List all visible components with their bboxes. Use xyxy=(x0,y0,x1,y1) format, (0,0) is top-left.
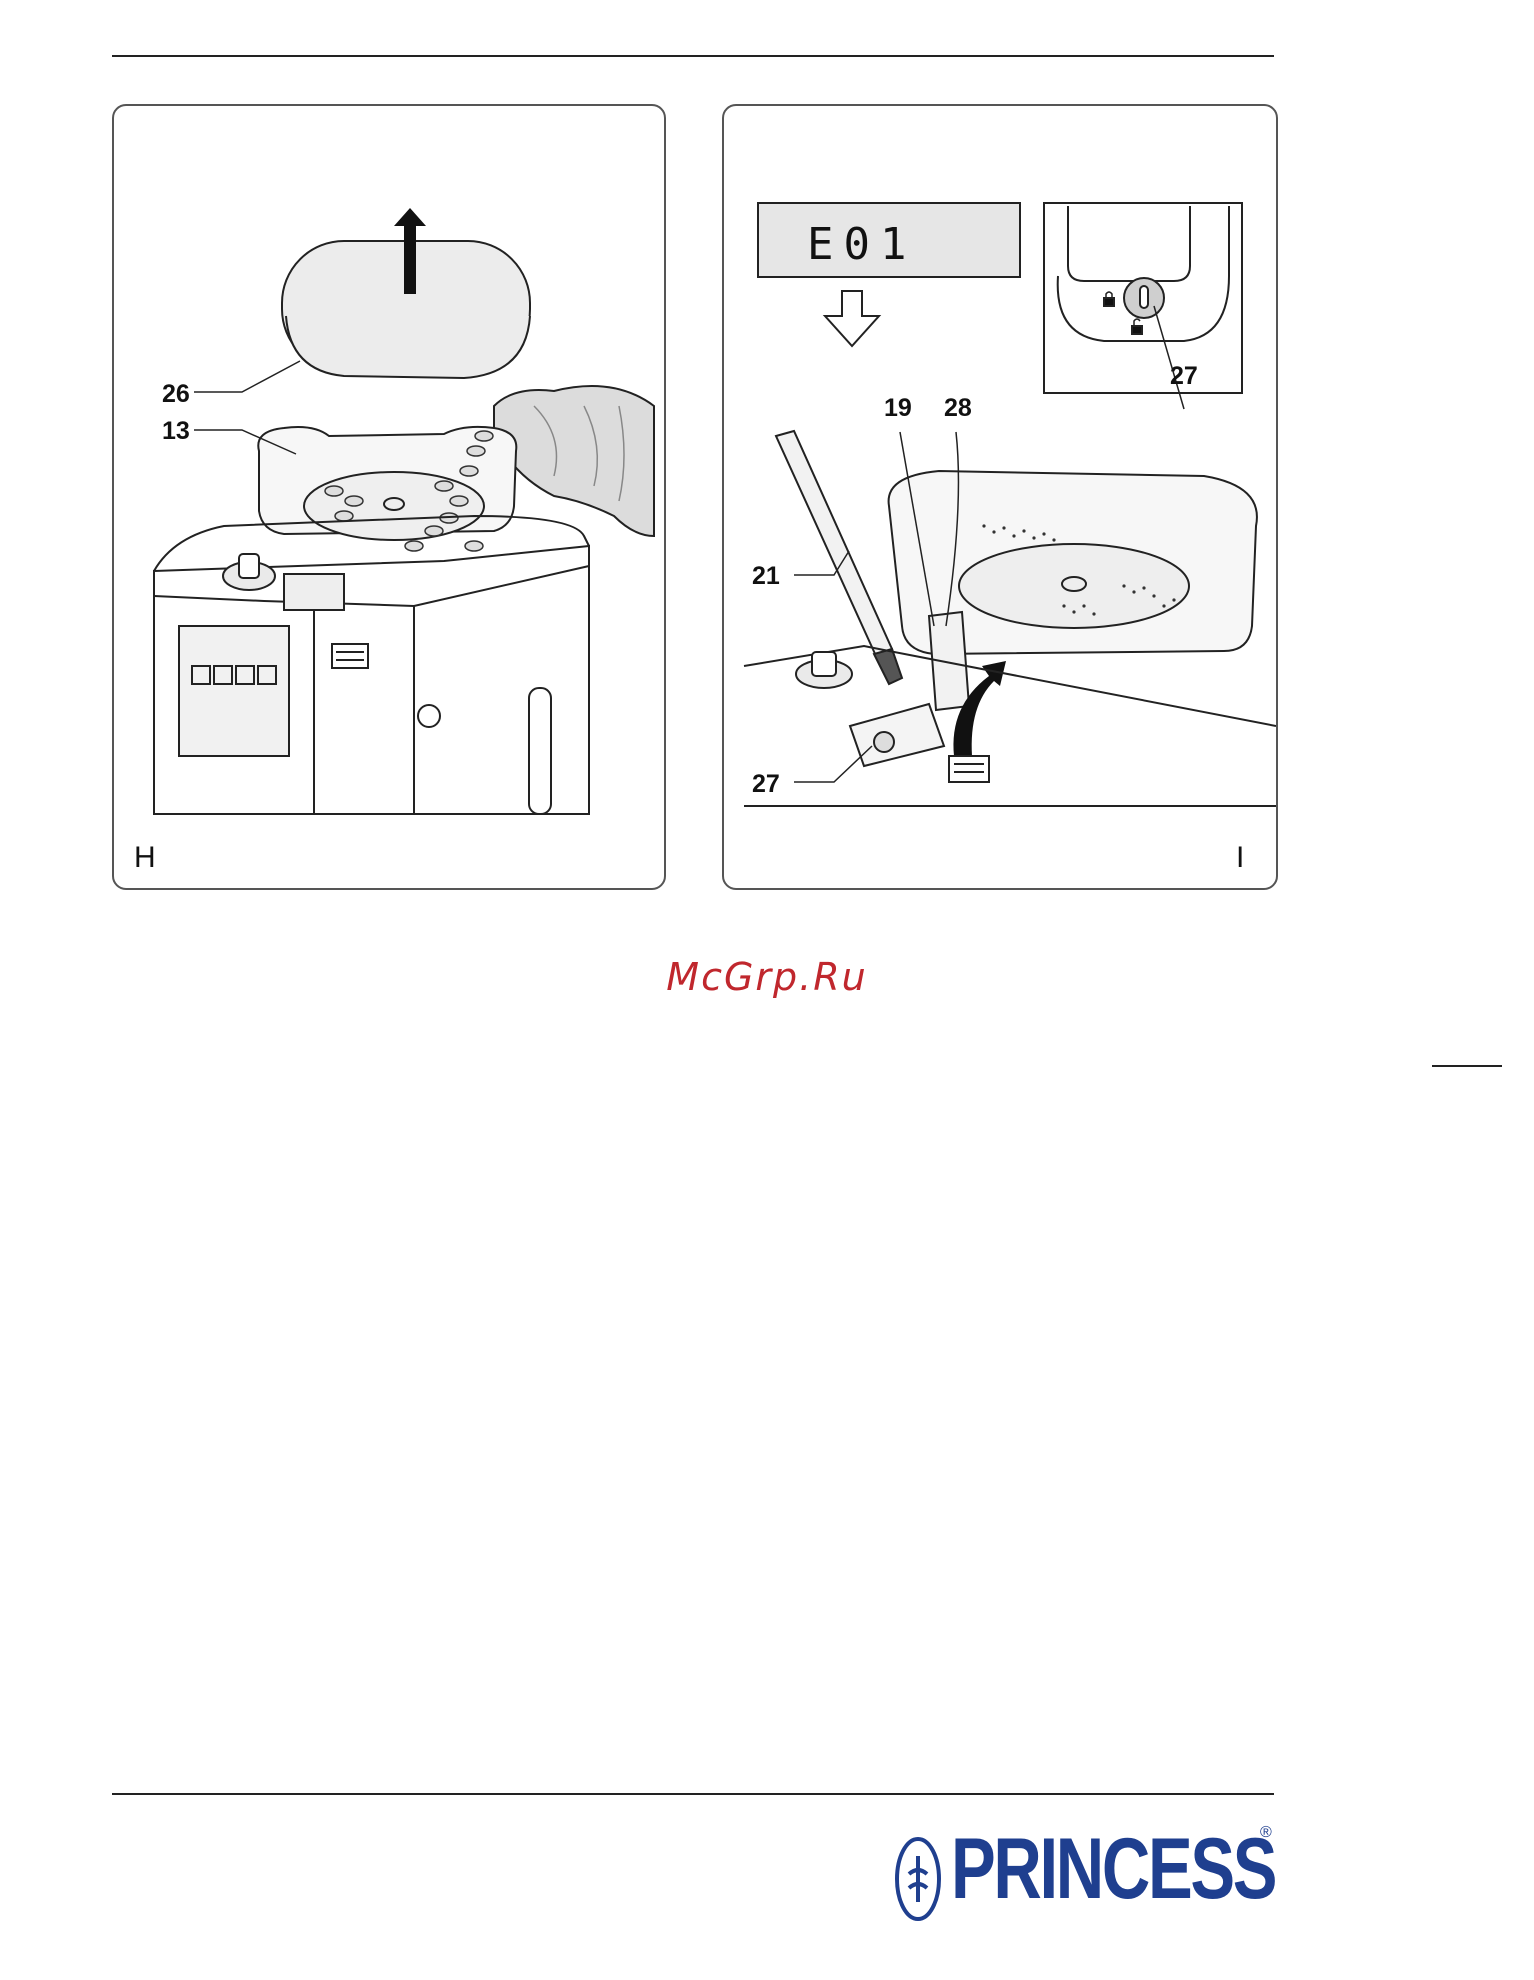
figure-i-panel: E01 21 19 28 27 27 I xyxy=(722,104,1278,890)
callout-13: 13 xyxy=(162,417,190,445)
down-arrow-icon xyxy=(825,291,879,346)
callout-26: 26 xyxy=(162,380,190,408)
figure-h-callouts: 26 13 xyxy=(162,380,190,445)
filter-flap-shape xyxy=(929,612,969,710)
figure-i-illustration: E01 21 19 28 27 27 xyxy=(724,106,1276,888)
top-rule xyxy=(112,55,1274,57)
callout-28: 28 xyxy=(944,394,972,422)
callout-27-inset: 27 xyxy=(1170,362,1198,390)
margin-tab-rule xyxy=(1432,1065,1502,1067)
error-display-text: E01 xyxy=(807,219,916,270)
figure-h-panel: 26 13 H xyxy=(112,104,666,890)
lock-open-icon xyxy=(1132,326,1142,334)
callout-21: 21 xyxy=(752,562,780,590)
princess-logo: PRINCESS ® xyxy=(895,1822,1285,1932)
brand-name: PRINCESS xyxy=(951,1826,1275,1912)
callout-27-bottom: 27 xyxy=(752,770,780,798)
bottom-rule xyxy=(112,1793,1274,1795)
brush-shape xyxy=(776,431,892,656)
lock-closed-icon xyxy=(1104,298,1114,306)
princess-crest-icon xyxy=(895,1836,941,1922)
figure-i-letter: I xyxy=(1236,841,1244,875)
callout-19: 19 xyxy=(884,394,912,422)
control-panel-shape xyxy=(179,626,289,756)
watermark: McGrp.Ru xyxy=(0,955,1534,999)
figure-h-illustration: 26 13 xyxy=(114,106,664,888)
figure-h-letter: H xyxy=(134,841,156,875)
registered-mark: ® xyxy=(1260,1824,1272,1842)
cloth-shape xyxy=(494,386,654,536)
